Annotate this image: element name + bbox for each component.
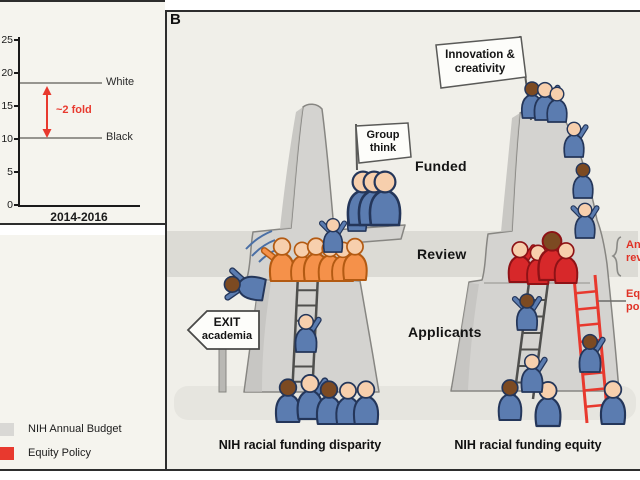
series-label-black: Black xyxy=(106,130,133,143)
tick-label: 25 xyxy=(1,34,13,46)
group-think-flag-text: Group think xyxy=(366,129,400,154)
tick-label: 15 xyxy=(1,100,13,112)
tick-mark xyxy=(14,171,19,173)
x-axis-label: 2014-2016 xyxy=(50,210,108,224)
legend-swatch-icon xyxy=(0,447,14,460)
x-axis xyxy=(18,205,140,207)
legend-label: Equity Policy xyxy=(28,447,91,459)
panel-b-illustration xyxy=(165,10,640,471)
series-line-black xyxy=(20,136,102,139)
series-line-white xyxy=(20,81,102,84)
zone-applicants: Applicants xyxy=(408,324,482,340)
caption-equity: NIH racial funding equity xyxy=(454,438,602,452)
red-note-equity-policy: Eq po xyxy=(626,288,640,313)
innovation-flag-text: Innovation & creativity xyxy=(445,49,515,75)
zone-funded: Funded xyxy=(415,158,467,174)
exit-sign-text: EXIT academia xyxy=(201,315,253,342)
tick-mark xyxy=(14,39,19,41)
series-label-white: White xyxy=(106,75,135,88)
legend-swatch-icon xyxy=(0,423,14,436)
fold-annotation: ~2 fold xyxy=(56,104,92,116)
tick-label: 20 xyxy=(1,67,13,79)
fold-arrow-icon xyxy=(42,86,52,138)
red-note-reviewers: An rev xyxy=(626,239,640,264)
y-axis xyxy=(18,37,20,207)
tick-mark xyxy=(14,138,19,140)
tick-mark xyxy=(14,72,19,74)
tick-label: 10 xyxy=(1,133,13,145)
tick-label: 0 xyxy=(7,199,13,211)
zone-review: Review xyxy=(417,246,467,262)
legend-label: NIH Annual Budget xyxy=(28,423,122,435)
panel-b-label: B xyxy=(170,11,181,28)
tick-label: 5 xyxy=(7,166,13,178)
tick-mark xyxy=(14,204,19,206)
caption-disparity: NIH racial funding disparity xyxy=(218,438,382,452)
tick-mark xyxy=(14,105,19,107)
